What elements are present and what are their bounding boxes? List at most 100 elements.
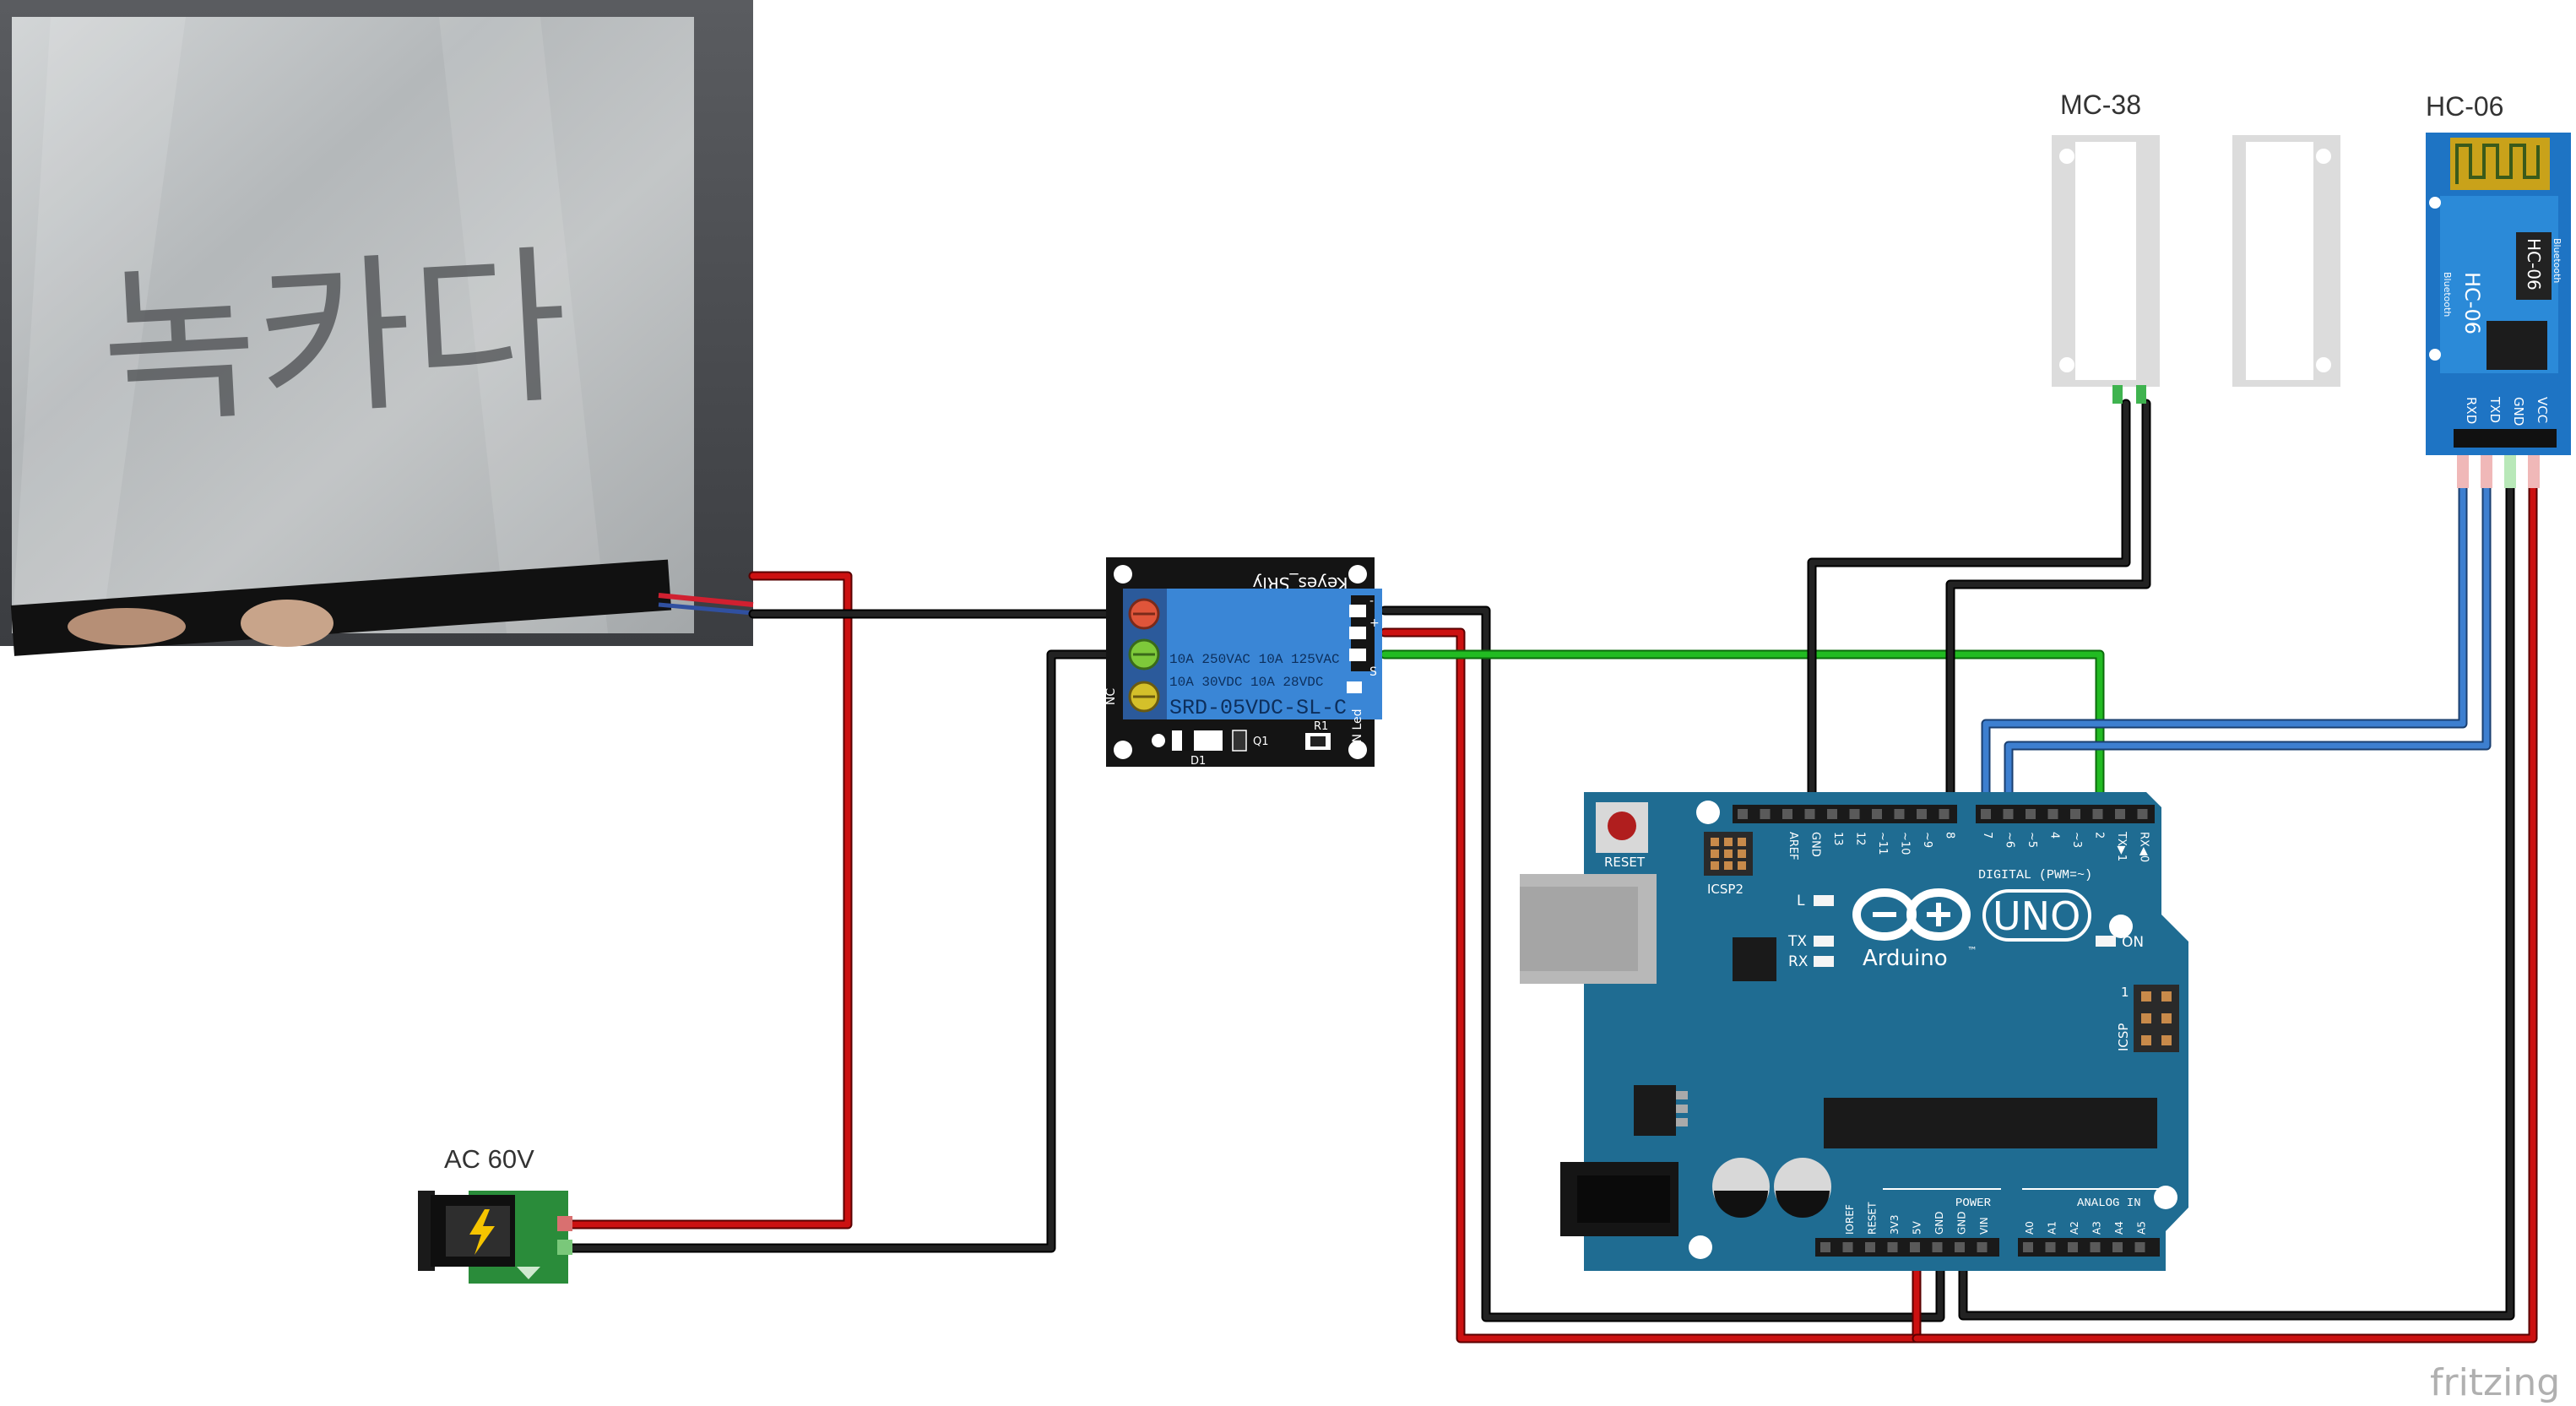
- relay-d1: D1: [1190, 755, 1206, 768]
- header-hole: [1827, 809, 1837, 819]
- analog-pin-label: A4: [2113, 1221, 2125, 1235]
- arduino-icsp2-label: ICSP2: [1707, 882, 1744, 897]
- arduino-led-rx: RX: [1788, 953, 1809, 970]
- header-hole: [1842, 1242, 1853, 1252]
- analog-pin-label: A1: [2047, 1221, 2058, 1235]
- analog-pin-label: A0: [2024, 1221, 2036, 1235]
- relay-led-label: ON Led: [1351, 709, 1364, 752]
- header-hole: [2092, 809, 2103, 819]
- header-hole: [1977, 1242, 1988, 1252]
- digital-pin-label: ~10: [1899, 832, 1912, 855]
- mc38-sensor: MC-38: [2052, 90, 2340, 404]
- relay-label-nc: NC: [1104, 688, 1118, 705]
- header-hole: [1804, 809, 1815, 819]
- wire-red-relay-5v: [1380, 627, 1922, 1344]
- arduino-icsp-pin1: 1: [2121, 985, 2129, 1000]
- relay-pin-label-minus: -: [1369, 594, 1374, 608]
- digital-pin-label: ~5: [2026, 832, 2038, 848]
- hc06-label: HC-06: [2426, 91, 2503, 122]
- analog-pin-label: A5: [2136, 1221, 2148, 1235]
- film-photo: 녹카다: [0, 0, 754, 656]
- header-hole: [2068, 1242, 2078, 1252]
- header-hole: [2137, 809, 2148, 819]
- fritzing-watermark: fritzing: [2430, 1361, 2560, 1404]
- hc06-pin-label: VCC: [2535, 397, 2550, 423]
- digital-pin-label: 12: [1854, 832, 1867, 846]
- arduino-tm: ™: [1967, 945, 1977, 957]
- header-hole: [1849, 809, 1860, 819]
- relay-rating-2: 10A 30VDC 10A 28VDC: [1169, 675, 1323, 690]
- header-hole: [1910, 1242, 1920, 1252]
- digital-pin-label: 2: [2093, 832, 2106, 839]
- arduino-power-header: [1815, 1238, 1999, 1257]
- arduino-brand: Arduino: [1863, 946, 1948, 971]
- analog-pin-label: A2: [2069, 1221, 2080, 1235]
- power-pin-label: 5V: [1912, 1220, 1923, 1235]
- relay-pin-label-s: S: [1369, 665, 1377, 679]
- header-hole: [2003, 809, 2014, 819]
- mc38-label: MC-38: [2060, 90, 2141, 120]
- digital-pin-label: ~9: [1921, 832, 1933, 848]
- digital-pin-label: 13: [1831, 832, 1844, 846]
- header-hole: [2090, 1242, 2101, 1252]
- arduino-digital-header-right: [1976, 805, 2155, 823]
- film-handwriting: 녹카다: [96, 229, 572, 450]
- wire-blue-hc06-rxd: [1981, 480, 2468, 817]
- header-hole: [2112, 1242, 2123, 1252]
- digital-pin-label: ~6: [2004, 832, 2016, 848]
- header-hole: [1760, 809, 1771, 819]
- digital-pin-label: AREF: [1787, 832, 1799, 860]
- power-pin-label: VIN: [1978, 1217, 1990, 1235]
- power-pin-label: RESET: [1867, 1202, 1879, 1235]
- header-hole: [1887, 1242, 1898, 1252]
- relay-pin-plus: [1349, 627, 1366, 639]
- header-hole: [2134, 1242, 2145, 1252]
- digital-pin-label: 8: [1944, 832, 1956, 839]
- relay-pin-minus: [1349, 605, 1366, 617]
- header-hole: [2047, 809, 2058, 819]
- header-hole: [2070, 809, 2080, 819]
- hc06-pin-label: GND: [2511, 397, 2526, 426]
- hc06-pin-label: TXD: [2487, 396, 2503, 423]
- power-pin-label: GND: [1956, 1211, 1968, 1235]
- wire-red-film-power: [565, 571, 853, 1230]
- arduino-icsp-label: ICSP: [2116, 1023, 2131, 1051]
- arduino-mcu: [1824, 1098, 2157, 1148]
- header-hole: [1939, 809, 1950, 819]
- arduino-uno: RESET ICSP2: [1520, 792, 2188, 1271]
- wire-black-mc38-d8: [1945, 399, 2151, 817]
- hc06-chip-label: HC-06: [2524, 238, 2544, 290]
- arduino-capacitors: [1712, 1158, 1831, 1218]
- arduino-logo-icon: [1852, 888, 1971, 941]
- wire-black-mc38-gnd: [1807, 399, 2131, 817]
- header-hole: [1738, 809, 1748, 819]
- digital-pin-label: ~3: [2070, 832, 2083, 848]
- relay-pin-signal: [1349, 649, 1366, 661]
- digital-pin-label: RX◀0: [2138, 832, 2150, 862]
- wire-black-relay-gnd: [1380, 605, 1945, 1322]
- relay-pin-label-plus: +: [1369, 616, 1380, 630]
- relay-q1: Q1: [1253, 736, 1269, 748]
- relay-model: SRD-05VDC-SL-C: [1169, 696, 1347, 720]
- wire-red-hc06-vcc: [1912, 480, 2538, 1344]
- arduino-reset-label: RESET: [1604, 855, 1646, 870]
- wire-black-hc06-gnd: [1958, 480, 2515, 1321]
- header-hole: [1872, 809, 1882, 819]
- ac-label: AC 60V: [444, 1144, 534, 1174]
- wire-blue-hc06-txd: [2004, 480, 2492, 817]
- header-hole: [1820, 1242, 1830, 1252]
- wire-green-relay-d2: [1380, 649, 2105, 817]
- power-pin-label: GND: [1933, 1211, 1945, 1235]
- header-hole: [1917, 809, 1927, 819]
- header-hole: [1955, 1242, 1965, 1252]
- header-hole: [2045, 1242, 2056, 1252]
- hc06-pin-label: RXD: [2464, 397, 2479, 424]
- digital-pin-label: TX▶1: [2115, 831, 2128, 861]
- arduino-power-label: POWER: [1955, 1197, 1992, 1210]
- digital-pin-label: GND: [1809, 832, 1822, 857]
- digital-pin-label: 4: [2048, 832, 2061, 839]
- wire-black-relay-power: [565, 649, 1147, 1253]
- hc06-module: HC-06 HC-06 HC-06 Bluetooth Bluetooth RX…: [2426, 91, 2571, 455]
